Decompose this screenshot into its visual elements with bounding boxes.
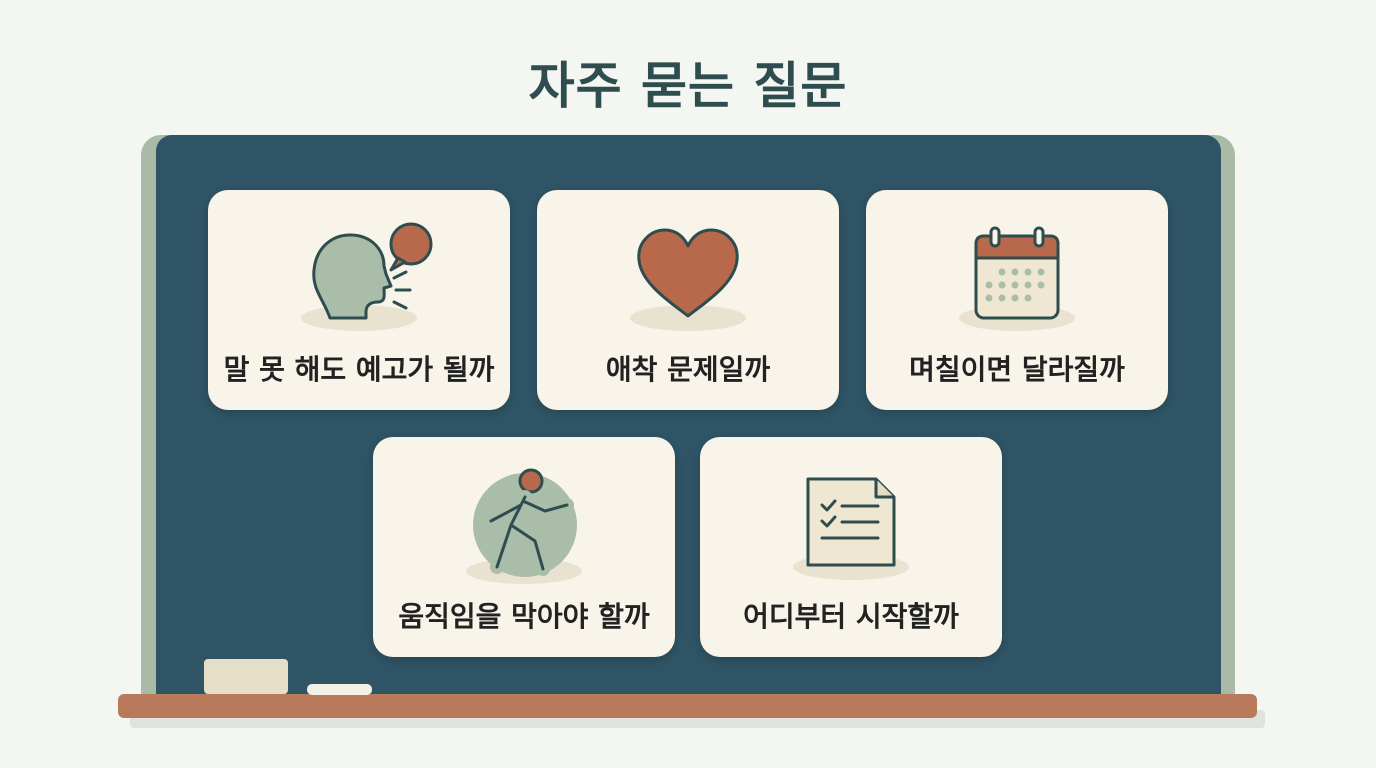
page-title: 자주 묻는 질문 bbox=[528, 57, 848, 115]
faq-card-attachment[interactable]: 애착 문제일까 bbox=[537, 190, 839, 410]
calendar-icon bbox=[932, 218, 1102, 338]
eraser bbox=[204, 659, 288, 694]
speaking-head-icon bbox=[274, 218, 444, 338]
faq-card-start[interactable]: 어디부터 시작할까 bbox=[700, 437, 1002, 657]
checklist-document-icon bbox=[766, 465, 936, 585]
faq-card-label: 움직임을 막아야 할까 bbox=[398, 600, 650, 633]
faq-card-label: 어디부터 시작할까 bbox=[743, 600, 959, 633]
chalk-stick bbox=[307, 684, 372, 695]
faq-card-label: 며칠이면 달라질까 bbox=[909, 353, 1125, 386]
heart-icon bbox=[603, 218, 773, 338]
faq-card-label: 애착 문제일까 bbox=[605, 353, 771, 386]
faq-card-speech[interactable]: 말 못 해도 예고가 될까 bbox=[208, 190, 510, 410]
faq-card-days[interactable]: 며칠이면 달라질까 bbox=[866, 190, 1168, 410]
faq-card-movement[interactable]: 움직임을 막아야 할까 bbox=[373, 437, 675, 657]
walking-person-icon bbox=[439, 465, 609, 585]
faq-card-label: 말 못 해도 예고가 될까 bbox=[223, 353, 495, 386]
chalk-tray bbox=[118, 694, 1257, 718]
